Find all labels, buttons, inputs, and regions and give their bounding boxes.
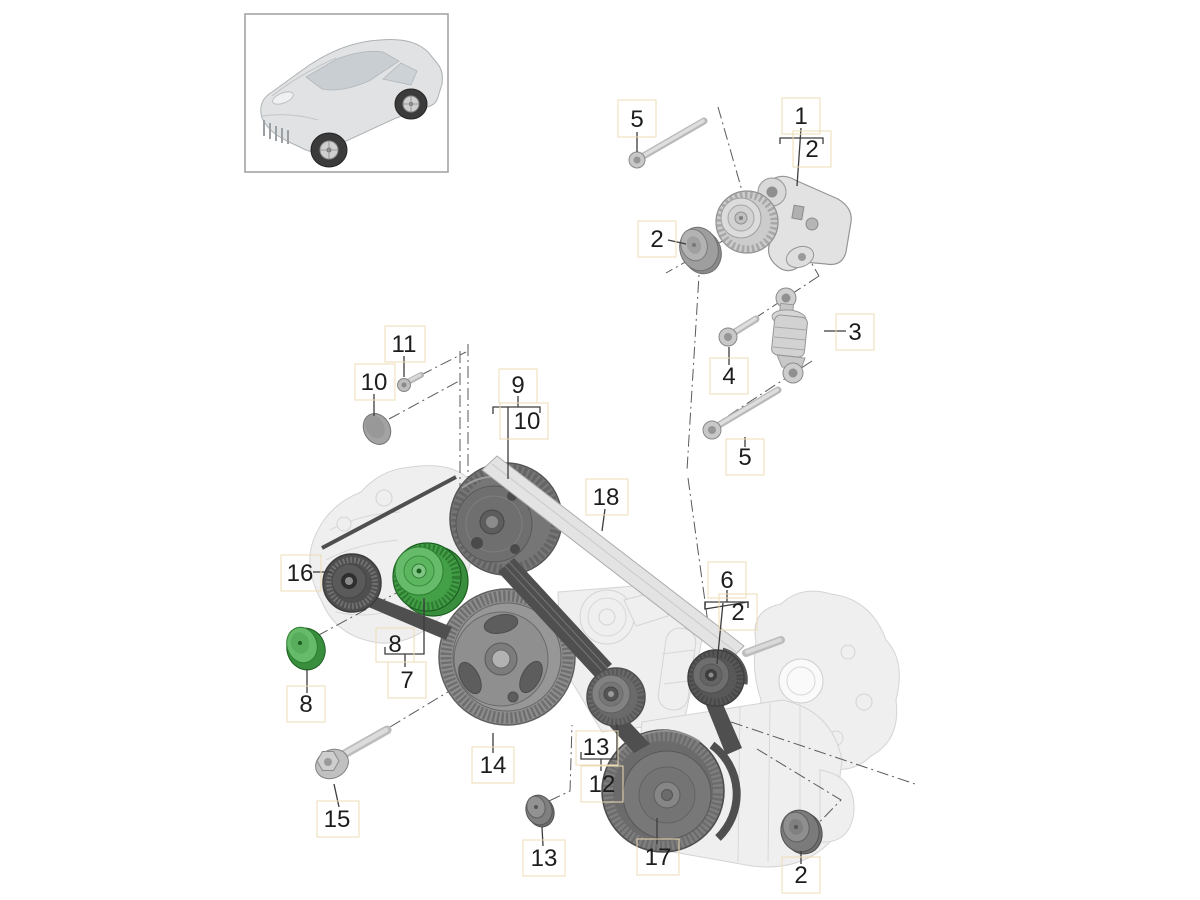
alternator-pulley-part-16[interactable] [322, 553, 382, 613]
callout-4[interactable]: 4 [722, 363, 735, 390]
cap-part-8-highlighted[interactable] [281, 623, 330, 675]
callout-2-cap-bottom[interactable]: 2 [794, 862, 807, 889]
callout-5-top[interactable]: 5 [630, 106, 643, 133]
callout-2-bracket[interactable]: 2 [805, 136, 818, 163]
callout-18[interactable]: 18 [593, 484, 620, 511]
washer-part-2-top[interactable] [674, 222, 727, 279]
callout-5-bottom[interactable]: 5 [738, 444, 751, 471]
vehicle-thumbnail-box[interactable] [244, 13, 449, 173]
callout-16[interactable]: 16 [287, 560, 314, 587]
car-suv-icon [260, 39, 443, 168]
callout-17[interactable]: 17 [645, 844, 672, 871]
callout-8-group[interactable]: 8 [388, 631, 401, 658]
car-rear-wheel [394, 88, 428, 120]
bolt-part-4[interactable] [718, 315, 760, 347]
cap-part-10[interactable] [358, 409, 396, 449]
callout-3[interactable]: 3 [848, 319, 861, 346]
idler-pulley-part-12[interactable] [586, 667, 646, 727]
tensioner-pulley-part-6[interactable] [687, 649, 745, 707]
leader-lines [306, 127, 846, 864]
bolt-part-11[interactable] [397, 372, 424, 392]
callout-13-group[interactable]: 13 [583, 734, 610, 761]
callout-6[interactable]: 6 [720, 567, 733, 594]
car-grille [263, 120, 289, 144]
bolt-part-5-bottom[interactable] [702, 386, 782, 440]
crankshaft-pulley-part-14[interactable] [438, 588, 576, 726]
callout-9[interactable]: 9 [511, 372, 524, 399]
idler-pulley-part-7-highlighted[interactable] [392, 542, 469, 617]
callout-2-pulley[interactable]: 2 [731, 599, 744, 626]
washer-part-13[interactable] [523, 792, 558, 830]
tensioner-assembly-part-1[interactable] [715, 175, 852, 272]
callout-8-cap[interactable]: 8 [299, 691, 312, 718]
label-hotspot-boxes [280, 97, 875, 894]
bolt-part-5-top[interactable] [628, 117, 708, 169]
callout-13-washer[interactable]: 13 [531, 845, 558, 872]
damper-part-3[interactable] [771, 287, 808, 384]
callout-11[interactable]: 11 [392, 331, 417, 358]
callout-10-group[interactable]: 10 [514, 408, 541, 435]
callout-10-cap[interactable]: 10 [361, 369, 388, 396]
car-front-wheel [310, 132, 348, 168]
callout-1[interactable]: 1 [794, 103, 807, 130]
bolt-part-15[interactable] [310, 725, 392, 784]
callout-14[interactable]: 14 [480, 752, 507, 779]
washer-part-2-bottom[interactable] [776, 806, 827, 858]
callout-15[interactable]: 15 [324, 806, 351, 833]
callout-7[interactable]: 7 [400, 667, 413, 694]
callouts: 5 1 2 2 3 4 5 11 10 9 10 18 16 8 7 8 15 … [287, 103, 862, 889]
drive-belt-part-18[interactable] [321, 455, 748, 841]
callout-12[interactable]: 12 [589, 771, 616, 798]
callout-2-washer-top[interactable]: 2 [650, 226, 663, 253]
compressor-pulley-part-17[interactable] [601, 729, 725, 853]
